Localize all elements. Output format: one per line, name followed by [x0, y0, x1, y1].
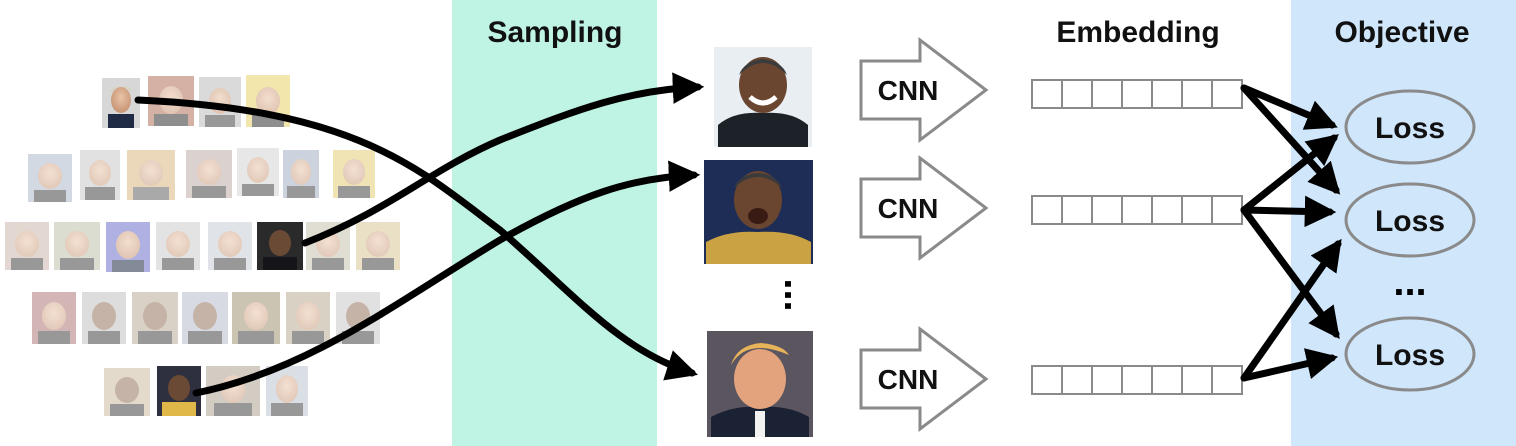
face-thumbnail: [106, 222, 150, 272]
loss-label: Loss: [1375, 112, 1445, 145]
sampled-photo-2: [704, 160, 813, 264]
face-thumbnail: [54, 222, 100, 270]
cnn-arrow: [859, 154, 989, 262]
embedding-header: Embedding: [1056, 16, 1219, 49]
face-thumbnail: [80, 150, 120, 200]
embedding-vector-1: [1031, 79, 1243, 109]
cnn-label: CNN: [878, 75, 939, 106]
loss-label: Loss: [1375, 205, 1445, 238]
embedding-vector-2: [1031, 195, 1243, 225]
face-thumbnail: [127, 150, 175, 200]
sampling-band: [452, 0, 657, 446]
arrow-face-to-photo-2: [192, 160, 701, 397]
loss-node-1: Loss: [1344, 89, 1476, 165]
face-thumbnail: [104, 368, 150, 416]
loss-node-3: Loss: [1344, 316, 1476, 392]
face-thumbnail: [286, 292, 330, 344]
face-thumbnail: [102, 78, 140, 128]
face-pool: [5, 75, 400, 416]
arrow-face-to-photo-1: [301, 72, 705, 247]
face-thumbnail: [283, 150, 319, 198]
loss-ellipse: [1344, 316, 1476, 392]
face-thumbnail: [156, 222, 200, 270]
loss-arrows: [1240, 84, 1342, 382]
embedding-vector-3: [1031, 365, 1243, 395]
cnn-block-1: CNN: [859, 36, 989, 144]
cnn-arrow: [859, 325, 989, 433]
sampled-photo-1: [714, 47, 812, 147]
face-thumbnail: [186, 150, 232, 198]
face-thumbnail: [266, 366, 308, 416]
cnn-arrow: [859, 36, 989, 144]
face-thumbnail: [333, 150, 375, 198]
loss-ellipse: [1344, 182, 1476, 258]
face-thumbnail: [208, 222, 252, 270]
face-thumbnail: [232, 292, 280, 344]
loss-node-2: Loss: [1344, 182, 1476, 258]
cnn-block-3: CNN: [859, 325, 989, 433]
face-thumbnail: [182, 292, 228, 344]
sampling-arrows: [134, 72, 705, 397]
face-thumbnail: [5, 222, 49, 270]
sampled-photo-3: [707, 331, 813, 437]
objective-header: Objective: [1334, 16, 1469, 49]
vertical-ellipsis: ...: [776, 278, 820, 311]
face-thumbnail: [132, 292, 178, 344]
cnn-label: CNN: [878, 364, 939, 395]
cnn-label: CNN: [878, 193, 939, 224]
face-thumbnail: [257, 222, 303, 270]
loss-ellipse: [1344, 89, 1476, 165]
cnn-block-2: CNN: [859, 154, 989, 262]
face-thumbnail: [82, 292, 126, 344]
loss-label: Loss: [1375, 339, 1445, 372]
loss-ellipsis: ...: [1393, 260, 1426, 304]
arrow-face-to-photo-3: [134, 96, 699, 381]
face-thumbnail: [32, 292, 76, 344]
face-thumbnail: [237, 148, 279, 196]
sampling-header: Sampling: [487, 16, 622, 49]
face-thumbnail: [356, 222, 400, 270]
face-thumbnail: [28, 154, 72, 202]
